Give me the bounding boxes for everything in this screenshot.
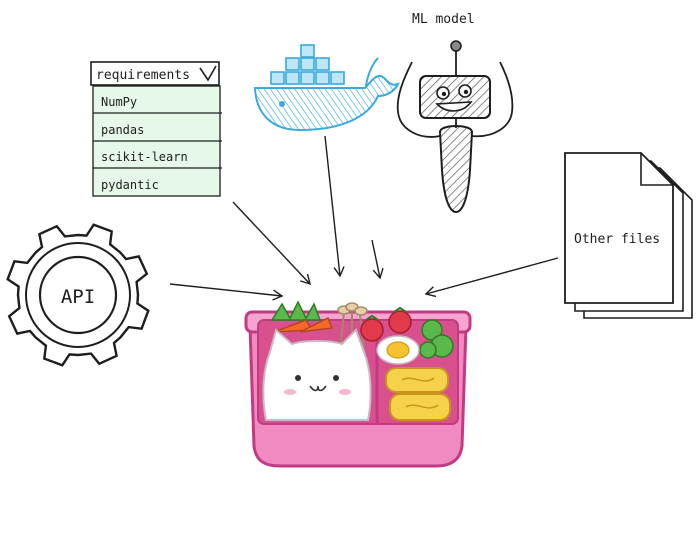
arrow-other-files [424,257,559,298]
arrow-docker [324,135,345,278]
robot-icon [396,40,514,214]
requirement-item: scikit-learn [101,150,188,164]
document-stack-icon [564,152,693,319]
api-label: API [61,286,95,308]
requirements-header-box [90,61,220,86]
chevron-down-icon [199,65,217,82]
arrow-requirements [232,201,311,286]
gear-icon [6,223,150,367]
ml-model-label: ML model [412,12,475,27]
bento-box-icon [244,300,472,468]
requirements-list: requirements NumPy pandas scikit-learn p… [90,61,222,197]
requirements-header: requirements [96,68,190,83]
requirement-item: pydantic [101,178,159,192]
other-files-label: Other files [574,232,660,247]
docker-whale-icon [253,44,400,132]
requirement-item: NumPy [101,95,137,109]
arrows [169,135,559,301]
arrow-api [169,283,284,301]
requirement-item: pandas [101,123,144,137]
arrow-ml-model [371,239,384,280]
